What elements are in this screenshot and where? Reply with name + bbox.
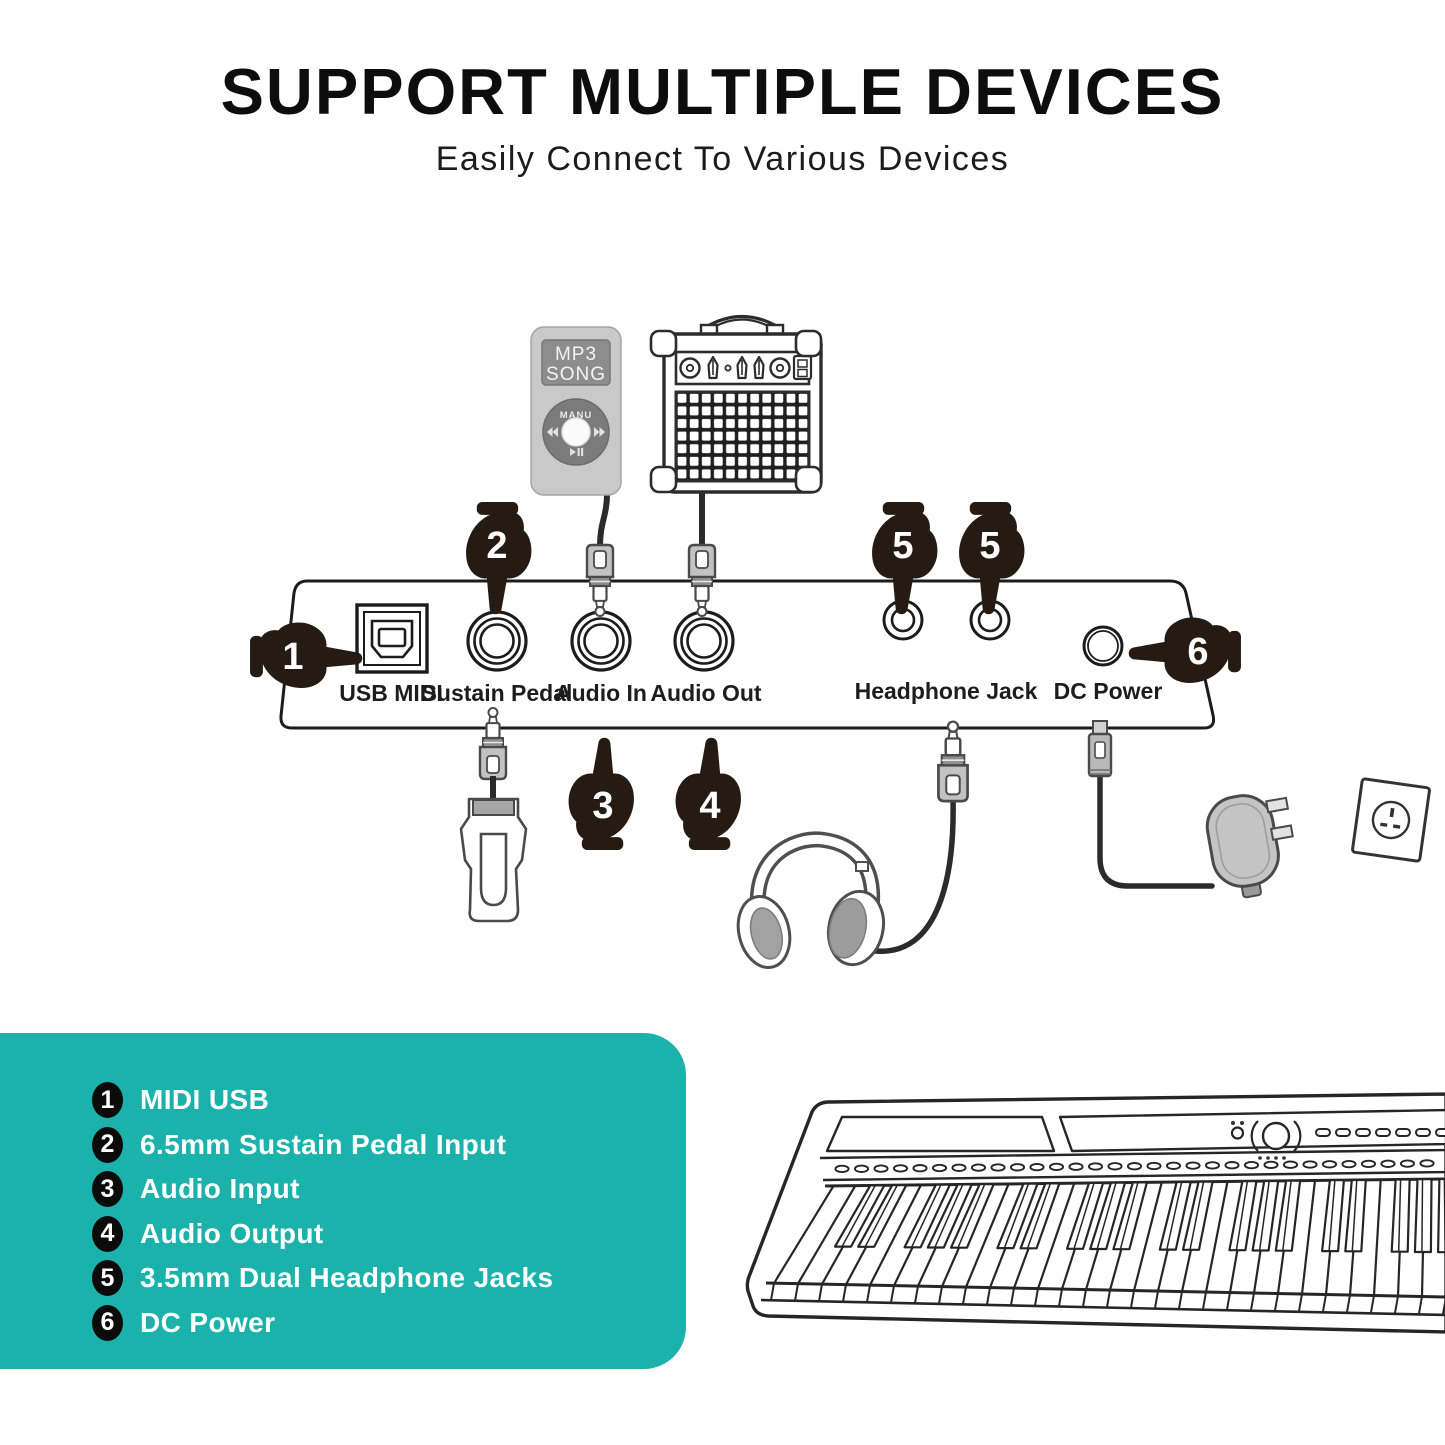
usb-midi-label: USB MIDI <box>339 680 443 706</box>
callout-number-3: 3 <box>592 785 613 827</box>
legend-item-midi-usb: 1 MIDI USB <box>92 1078 686 1123</box>
callout-number-5b: 5 <box>979 525 1000 567</box>
callout-number-2: 2 <box>486 525 507 567</box>
headphone-cable <box>865 795 956 954</box>
callout-number-4: 4 <box>699 785 720 827</box>
plug-prong-bottom <box>1269 824 1294 841</box>
legend-item-label: 6.5mm Sustain Pedal Input <box>140 1128 507 1160</box>
dc-power-chain <box>1087 720 1431 899</box>
legend-number-badge: 1 <box>92 1082 123 1119</box>
amp-volume-knob <box>679 357 701 379</box>
audio-in-jack <box>570 610 632 672</box>
keyboard-button-strip <box>834 1159 1435 1174</box>
dc-power-port <box>1082 625 1124 667</box>
legend-item-dc-power: 6 DC Power <box>92 1301 686 1346</box>
headphone-jack-1 <box>882 599 924 641</box>
dc-cable <box>1097 773 1215 889</box>
legend-number-badge: 3 <box>92 1171 123 1208</box>
legend-number-badge: 5 <box>92 1260 123 1297</box>
audio-out-label: Audio Out <box>650 680 761 706</box>
page-header: SUPPORT MULTIPLE DEVICES Easily Connect … <box>0 55 1445 179</box>
mp3-cable <box>597 491 610 549</box>
legend-item-audio-output: 4 Audio Output <box>92 1212 686 1257</box>
audio-in-label: Audio In <box>555 680 647 706</box>
keyboard-function-buttons <box>1315 1128 1445 1137</box>
legend-number-badge: 6 <box>92 1304 123 1341</box>
amp-handle <box>705 315 779 329</box>
mp3-screen-line2: SONG <box>546 364 606 385</box>
keyboard-left-panel-section <box>825 1115 1056 1153</box>
mp3-wheel-arrow-icons <box>547 427 605 456</box>
callout-number-5a: 5 <box>892 525 913 567</box>
mp3-wheel-menu-label: MANU <box>560 410 593 421</box>
headphones <box>736 720 969 969</box>
legend-number-badge: 2 <box>92 1126 123 1163</box>
mp3-wheel-center-button <box>561 417 591 447</box>
sustain-pedal <box>459 706 528 923</box>
dc-power-label: DC Power <box>1054 678 1163 704</box>
keyboard-volume-knob <box>1261 1121 1291 1151</box>
dc-plug <box>1087 720 1113 778</box>
sustain-pedal-label: Sustain Pedal <box>422 680 573 706</box>
page-title: SUPPORT MULTIPLE DEVICES <box>220 55 1225 128</box>
mp3-screen <box>541 339 611 386</box>
headphone-jack-label: Headphone Jack <box>855 678 1038 704</box>
sustain-pedal-jack <box>466 610 528 672</box>
legend-item-audio-input: 3 Audio Input <box>92 1167 686 1212</box>
amplifier <box>649 315 823 546</box>
left-ear-cup <box>736 895 792 969</box>
right-ear-cup <box>826 889 886 967</box>
callout-number-1: 1 <box>282 636 303 678</box>
legend-item-label: Audio Input <box>140 1173 300 1205</box>
amp-corner-braces <box>649 329 823 494</box>
page-subtitle: Easily Connect To Various Devices <box>435 140 1010 179</box>
legend-item-sustain-pedal: 2 6.5mm Sustain Pedal Input <box>92 1123 686 1168</box>
headphone-plug <box>937 720 969 803</box>
legend-item-label: MIDI USB <box>140 1084 270 1116</box>
callout-number-6: 6 <box>1187 631 1208 673</box>
plug-prong-top <box>1265 796 1290 814</box>
mp3-screen-line1: MP3 <box>555 344 597 365</box>
keyboard-keys <box>770 1177 1445 1315</box>
legend-panel: 1 MIDI USB 2 6.5mm Sustain Pedal Input 3… <box>0 1033 686 1369</box>
callout-hands: 1 2 3 4 5 5 6 <box>250 502 1241 850</box>
keyboard-case <box>745 1092 1445 1334</box>
wall-outlet-icon <box>1351 777 1431 863</box>
legend-item-label: 3.5mm Dual Headphone Jacks <box>140 1262 554 1294</box>
usb-midi-port <box>355 603 429 674</box>
audio-out-jack <box>673 610 735 672</box>
keyboard-small-knob <box>1230 1126 1245 1140</box>
keybed-bottom-edge <box>765 1281 1445 1299</box>
legend-item-label: Audio Output <box>140 1217 324 1249</box>
amp-speaker-grille <box>674 390 811 483</box>
legend-item-label: DC Power <box>140 1306 276 1338</box>
case-front-edge <box>760 1298 1445 1317</box>
keyboard-illustration <box>745 1092 1445 1334</box>
rear-panel: USB MIDI Sustain Pedal Audio In Audio Ou… <box>279 579 1216 730</box>
headband-slider <box>855 861 869 872</box>
legend-item-headphone-jacks: 5 3.5mm Dual Headphone Jacks <box>92 1256 686 1301</box>
power-adapter <box>1205 794 1294 899</box>
legend-number-badge: 4 <box>92 1215 123 1252</box>
mp3-player: MP3 SONG MANU <box>530 326 622 549</box>
